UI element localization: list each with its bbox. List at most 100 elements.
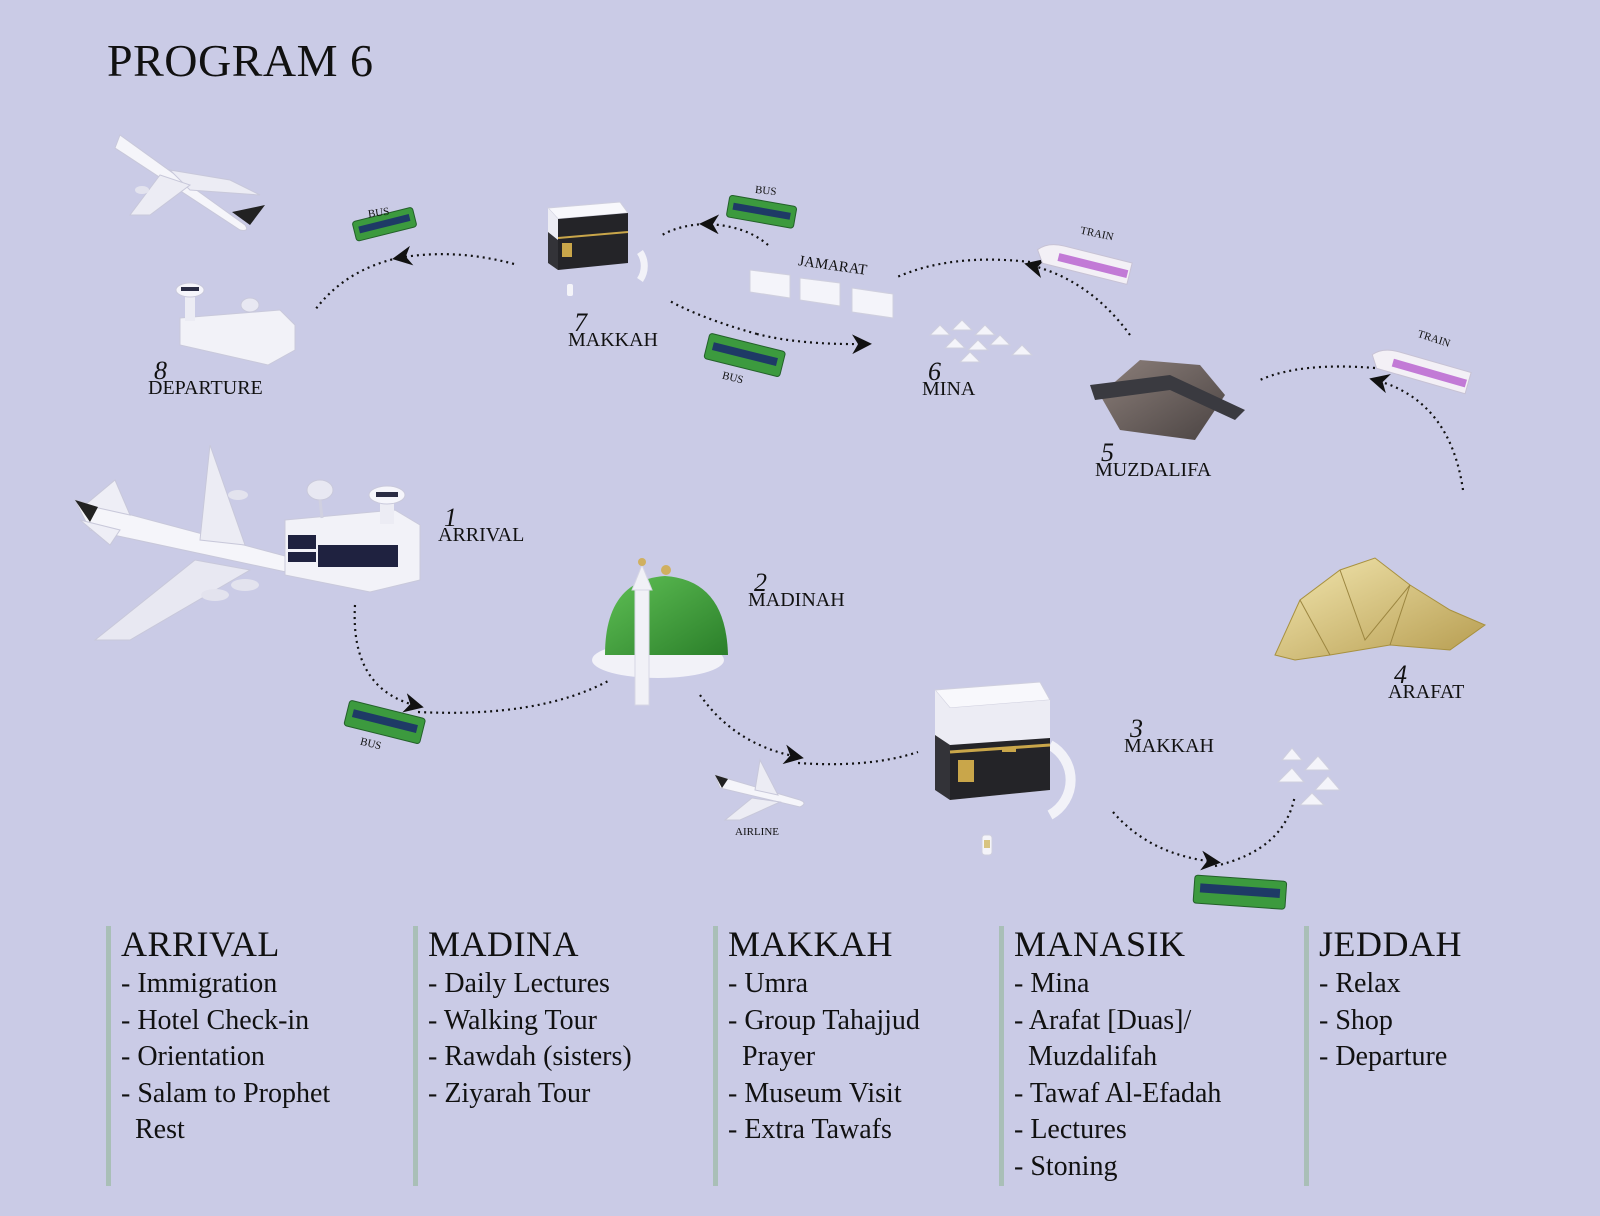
route-train-to-muzdalifa: [1259, 365, 1376, 382]
list-item: - Orientation: [121, 1041, 265, 1072]
stop-number: 3: [1130, 714, 1143, 743]
list-item: - Tawaf Al-Efadah: [1014, 1077, 1222, 1109]
column-list: - Mina - Arafat [Duas]/ Muzdalifah - Taw…: [1014, 966, 1289, 1185]
bus-jamarat-makkah: [726, 194, 797, 229]
route-bus-to-departure: [314, 256, 399, 311]
stop-number: 6: [928, 357, 941, 386]
column-list: - Daily Lectures - Walking Tour - Rawdah…: [428, 966, 703, 1112]
stop-name: ARRIVAL: [438, 524, 525, 546]
page-title: PROGRAM 6: [107, 35, 374, 86]
list-item: - Immigration: [121, 968, 278, 999]
column-heading: MADINA: [428, 924, 579, 964]
list-item: - Departure: [1319, 1041, 1448, 1072]
jamarat-walls: [749, 269, 894, 319]
route-bus-to-madinah: [417, 679, 611, 714]
stop-number: 5: [1101, 438, 1114, 467]
kaaba-makkah-3: [933, 681, 1076, 820]
list-item: - Shop: [1319, 1004, 1393, 1036]
stop-label-departure: 8 DEPARTURE: [148, 356, 263, 399]
list-item: Prayer: [728, 1041, 816, 1072]
airline-label: AIRLINE: [735, 826, 779, 838]
column-heading: ARRIVAL: [121, 924, 280, 964]
stop-name: MADINAH: [748, 589, 845, 611]
route-arrival-to-bus: [353, 604, 424, 713]
stop-label-arafat: 4 ARAFAT: [1388, 660, 1464, 703]
column-madina: MADINA - Daily Lectures - Walking Tour -…: [413, 926, 703, 1186]
column-arrival: ARRIVAL - Immigration - Hotel Check-in -…: [106, 926, 396, 1186]
list-item: - Hotel Check-in: [121, 1004, 310, 1036]
stop-name: DEPARTURE: [148, 377, 263, 399]
list-item: - Extra Tawafs: [728, 1114, 892, 1145]
list-item: - Arafat [Duas]/: [1014, 1004, 1192, 1036]
train-muzdalifa-jamarat: [1036, 244, 1133, 285]
list-item: - Daily Lectures: [428, 968, 610, 999]
list-item: - Walking Tour: [428, 1004, 597, 1036]
arafat-mountain: [1274, 557, 1487, 661]
column-list: - Immigration - Hotel Check-in - Orienta…: [121, 966, 396, 1149]
route-bus-to-makkah-top: [661, 222, 706, 236]
column-heading: MAKKAH: [728, 924, 893, 964]
stop-number: 8: [154, 356, 167, 385]
route-bus-to-makkah-7: [667, 299, 758, 336]
list-item: - Salam to Prophet: [121, 1077, 331, 1109]
stop-number: 7: [574, 308, 587, 337]
bus-arrival-madinah: [343, 700, 426, 744]
route-mina-to-bus: [756, 332, 872, 355]
bus-makkah-arafat: [1192, 874, 1288, 910]
stop-label-makkah-7: 7 MAKKAH: [568, 308, 658, 351]
route-jamarat-to-bus: [699, 214, 769, 246]
madinah-dome: [592, 558, 728, 706]
column-list: - Umra - Group Tahajjud Prayer - Museum …: [728, 966, 1003, 1149]
journey-scene: [74, 134, 1487, 910]
list-item: - Umra: [728, 968, 809, 999]
route-arafat-to-train: [1369, 374, 1465, 491]
list-item: - Lectures: [1014, 1114, 1127, 1145]
stop-label-makkah-3: 3 MAKKAH: [1124, 714, 1214, 757]
tents-arafat: [1276, 747, 1342, 806]
departure-airplane: [114, 134, 265, 231]
list-item: Muzdalifah: [1014, 1041, 1158, 1072]
column-list: - Relax - Shop - Departure: [1319, 966, 1574, 1076]
list-item: - Relax: [1319, 968, 1401, 999]
muzdalifa-rocks: [1090, 360, 1245, 440]
route-bus-to-tents: [1214, 794, 1297, 868]
tents-mina: [928, 319, 1034, 363]
route-makkah-to-bus: [1112, 811, 1221, 871]
list-item: Rest: [121, 1114, 185, 1145]
arrival-terminal: [284, 479, 421, 593]
stop-label-madinah: 2 MADINAH: [748, 568, 845, 611]
stop-label-muzdalifa: 5 MUZDALIFA: [1095, 438, 1212, 481]
bus-mina-makkah: [703, 333, 786, 377]
list-item: - Ziyarah Tour: [428, 1077, 591, 1109]
route-airline-to-makkah: [797, 750, 919, 766]
arrival-airplane: [74, 444, 308, 641]
lantern-icon: [981, 834, 993, 856]
stop-name: MAKKAH: [1124, 735, 1214, 757]
column-heading: JEDDAH: [1319, 924, 1462, 964]
list-item: - Museum Visit: [728, 1077, 902, 1109]
departure-terminal: [175, 282, 296, 366]
list-item: - Rawdah (sisters): [428, 1041, 632, 1072]
stop-name: MAKKAH: [568, 329, 658, 351]
bus-makkah-departure: [352, 207, 417, 242]
stop-label-mina: 6 MINA: [922, 357, 976, 400]
kaaba-makkah-7: [546, 201, 648, 296]
stop-name: MUZDALIFA: [1095, 459, 1212, 481]
program-columns: ARRIVAL - Immigration - Hotel Check-in -…: [0, 920, 1600, 1216]
column-heading: MANASIK: [1014, 924, 1186, 964]
airline-plane: [714, 758, 805, 821]
stop-label-arrival: 1 ARRIVAL: [438, 503, 525, 546]
route-makkah-to-bus-left: [392, 245, 515, 266]
column-manasik: MANASIK - Mina - Arafat [Duas]/ Muzdalif…: [999, 926, 1289, 1186]
stop-number: 1: [444, 503, 457, 532]
stop-name: MINA: [922, 378, 976, 400]
stop-number: 2: [754, 568, 767, 597]
train-arafat-muzdalifa: [1371, 349, 1472, 395]
route-paths: [314, 214, 1465, 871]
column-jeddah: JEDDAH - Relax - Shop - Departure: [1304, 926, 1574, 1186]
list-item: - Mina: [1014, 968, 1090, 999]
list-item: - Stoning: [1014, 1150, 1118, 1182]
stop-number: 4: [1394, 660, 1407, 689]
bus-label: BUS: [754, 183, 777, 199]
